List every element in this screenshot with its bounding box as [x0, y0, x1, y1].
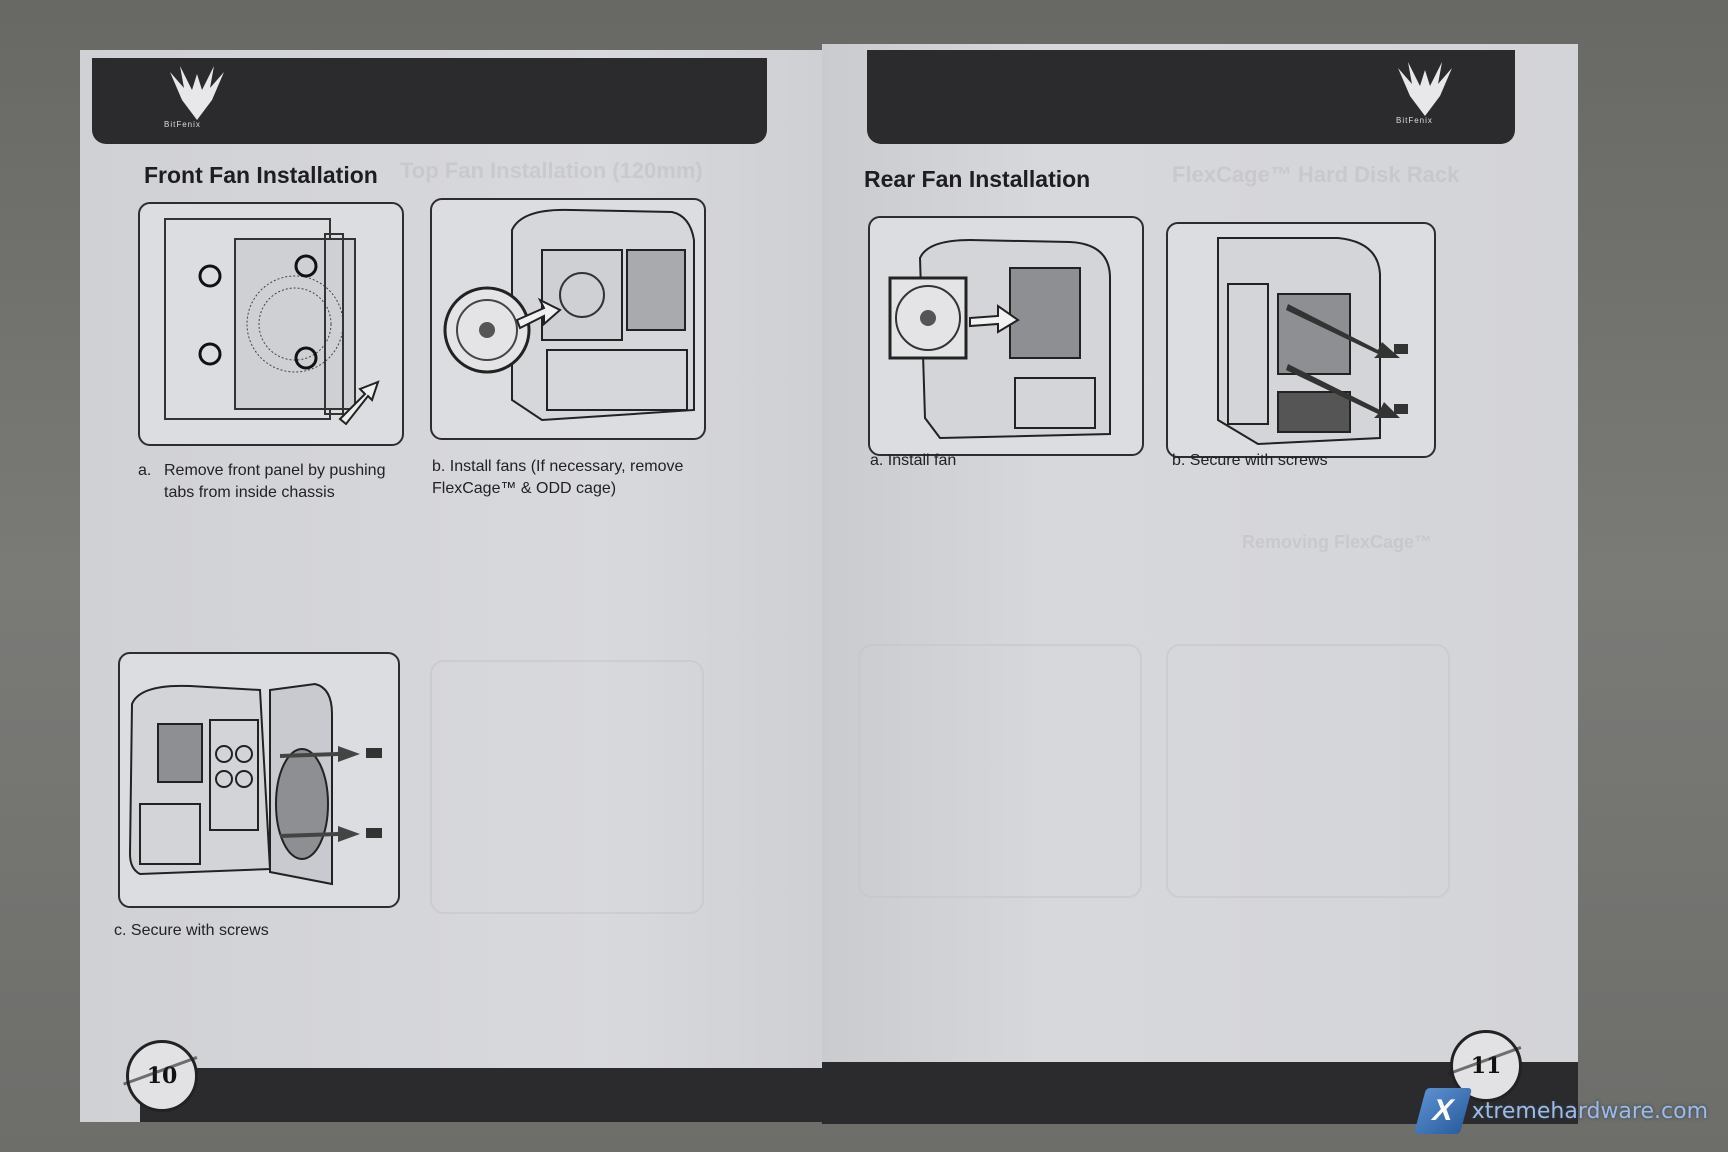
case-fan-install-illustration	[443, 208, 695, 422]
bleed-through-figure	[1166, 644, 1450, 898]
bitfenix-logo-icon	[1398, 62, 1452, 116]
page-title: Front Fan Installation	[144, 162, 378, 188]
step-label: c.	[114, 922, 127, 939]
figure-rear-screws	[1166, 222, 1436, 458]
step-c-caption: c. Secure with screws	[114, 920, 374, 942]
watermark-text: xtremehardware.com	[1471, 1098, 1708, 1124]
bleed-through-title: FlexCage™ Hard Disk Rack	[1172, 162, 1460, 187]
logo-text: BitFenix	[164, 120, 201, 129]
bitfenix-logo-icon	[170, 66, 224, 120]
figure-secure-screws	[118, 652, 400, 908]
page-number-badge: 10	[126, 1040, 198, 1112]
figure-front-panel	[138, 202, 404, 446]
step-label: a.	[870, 452, 884, 469]
bleed-through-figure	[858, 644, 1142, 898]
watermark: X xtremehardware.com	[1413, 1088, 1708, 1134]
header-band	[867, 50, 1515, 144]
step-b-caption: b. Secure with screws	[1172, 450, 1432, 472]
case-interior-illustration	[164, 218, 380, 426]
page-title: Rear Fan Installation	[864, 166, 1091, 192]
bleed-through-figure	[430, 660, 704, 914]
footer-band	[140, 1068, 822, 1122]
rear-screw-illustration	[1217, 237, 1408, 446]
rear-fan-install-illustration	[888, 238, 1111, 440]
step-label: b.	[1172, 452, 1186, 469]
step-text: Install fans (If necessary, remove	[449, 458, 684, 475]
step-a-caption: a. Remove front panel by pushing tabs fro…	[138, 460, 398, 504]
case-screw-illustration	[128, 682, 382, 886]
bleed-through-title: Top Fan Installation (120mm)	[400, 158, 703, 183]
step-text: Secure with screws	[1189, 452, 1328, 469]
logo-text: BitFenix	[1396, 116, 1433, 125]
step-text-cont: tabs from inside chassis	[164, 484, 335, 501]
step-text: Secure with screws	[130, 922, 269, 939]
step-text: Install fan	[887, 452, 957, 469]
step-text-cont: FlexCage™ & ODD cage)	[432, 480, 617, 497]
watermark-x-icon: X	[1413, 1088, 1472, 1134]
step-label: a.	[138, 462, 152, 479]
step-text: Remove front panel by pushing	[164, 462, 386, 479]
figure-install-fans	[430, 198, 706, 440]
step-b-caption: b. Install fans (If necessary, remove Fl…	[432, 456, 712, 500]
manual-page-right: BitFenix Rear Fan Installation FlexCage™…	[822, 44, 1578, 1124]
bleed-through-subtitle: Removing FlexCage™	[1242, 532, 1433, 552]
manual-page-left: BitFenix Front Fan Installation Top Fan …	[80, 50, 822, 1122]
step-a-caption: a. Install fan	[870, 450, 1130, 472]
step-label: b.	[432, 458, 446, 475]
figure-install-rear-fan	[868, 216, 1144, 456]
